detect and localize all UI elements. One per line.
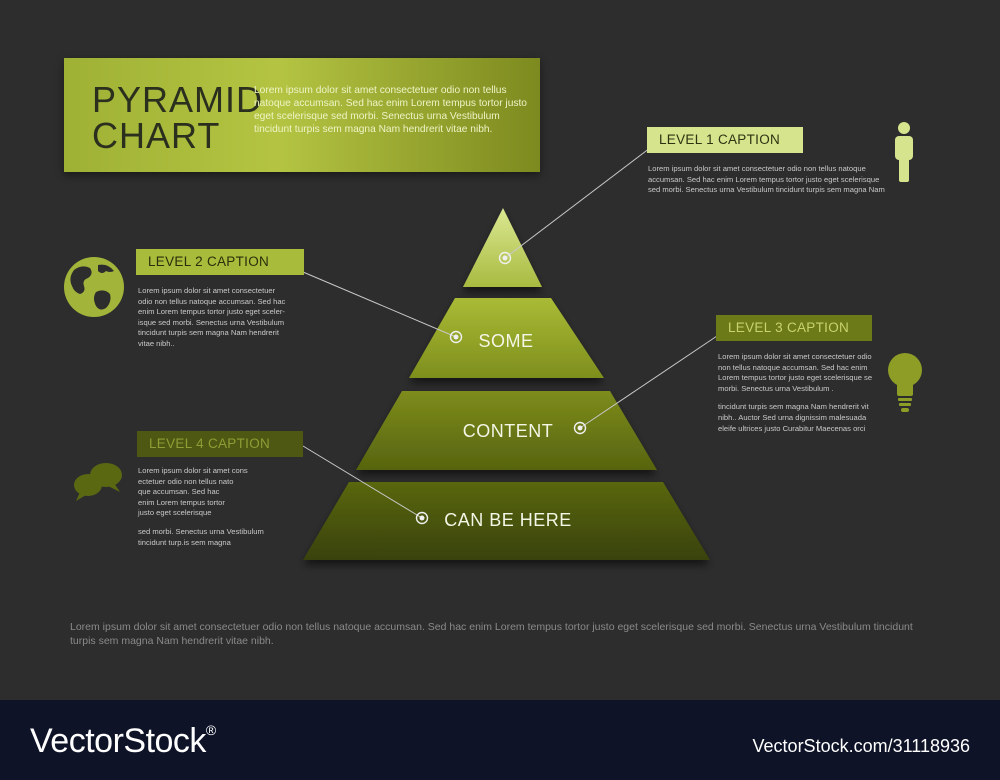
- pyramid-label-some: SOME: [478, 331, 534, 351]
- level-4-text-line: ectetuer odio non tellus nato: [138, 476, 234, 486]
- level-3-text-line: non tellus natoque accumsan. Sed hac eni…: [718, 362, 868, 372]
- level-4-text: Lorem ipsum dolor sit amet cons ectetuer…: [138, 466, 288, 548]
- level-4-caption: LEVEL 4 CAPTION: [137, 431, 303, 457]
- pyramid-label-content: CONTENT: [462, 421, 554, 441]
- footer-paragraph: Lorem ipsum dolor sit amet consectetuer …: [70, 621, 913, 647]
- watermark-brand: VectorStock: [30, 722, 206, 760]
- level-2-text: Lorem ipsum dolor sit amet consectetuer …: [138, 286, 298, 350]
- level-2-text-line: Lorem ipsum dolor sit amet consectetuer: [138, 286, 276, 295]
- connector-line-3: [579, 335, 718, 429]
- connector-line-1: [504, 147, 651, 259]
- connector-line-2: [302, 271, 457, 338]
- level-1-text-line: Lorem ipsum dolor sit amet consectetuer …: [648, 164, 866, 173]
- level-4-text-line: tincidunt turp.is sem magna: [138, 537, 231, 547]
- pyramid-level-2: [409, 298, 604, 378]
- title-line-1: PYRAMID: [92, 79, 264, 120]
- pyramid-level-3: [356, 391, 657, 470]
- person-icon: [895, 122, 913, 182]
- level-4-text-line: sed morbi. Senectus urna Vestibulum: [138, 526, 264, 536]
- globe-icon: [64, 257, 124, 317]
- level-1-text-line: sed morbi. Senectus urna Vestibulum tinc…: [648, 185, 885, 195]
- level-1-caption: LEVEL 1 CAPTION: [647, 127, 803, 153]
- connector-dot-1: [498, 251, 512, 265]
- level-3-text-line: tincidunt turpis sem magna Nam hendrerit…: [718, 402, 869, 412]
- level-4-text-line: justo eget scelerisque: [138, 508, 212, 518]
- pyramid-diagram: [64, 122, 922, 560]
- level-4-text-line: que accumsan. Sed hac: [138, 487, 220, 497]
- level-3-text-line: nibh.. Auctor Sed urna dignissim malesua…: [718, 412, 867, 422]
- watermark-id: VectorStock.com/31118936: [752, 736, 970, 756]
- level-2-text-line: tincidunt turpis sem magna Nam hendrerit: [138, 328, 279, 338]
- watermark-bar: [0, 700, 1000, 780]
- pyramid-label-can-be-here: CAN BE HERE: [444, 510, 572, 530]
- title-line-2: CHART: [92, 115, 221, 156]
- level-3-caption: LEVEL 3 CAPTION: [716, 315, 872, 341]
- level-3-text-line: Lorem tempus tortor justo eget scelerisq…: [718, 373, 873, 383]
- title-banner: PYRAMID CHART Lorem ipsum dolor sit amet…: [64, 58, 540, 172]
- level-2-caption: LEVEL 2 CAPTION: [136, 249, 304, 275]
- lightbulb-icon: [888, 353, 922, 412]
- level-4-text-line: Lorem ipsum dolor sit amet cons: [138, 466, 248, 475]
- connector-dot-2: [449, 330, 463, 344]
- connector-line-4: [302, 445, 423, 519]
- level-4-text-line: enim Lorem tempus tortor: [138, 497, 225, 507]
- registered-mark: ®: [205, 722, 216, 738]
- title-description: Lorem ipsum dolor sit amet consectetuer …: [254, 85, 527, 135]
- pyramid-level-1: [463, 208, 542, 287]
- watermark-logo: VectorStock®: [30, 722, 216, 761]
- level-2-text-line: isque sed morbi. Senectus urna Vestibulu…: [138, 317, 285, 327]
- level-2-text-line: odio non tellus natoque accumsan. Sed ha…: [138, 296, 286, 306]
- level-1-text-line: accumsan. Sed hac enim Lorem tempus tort…: [648, 174, 880, 184]
- level-2-text-line: vitae nibh..: [138, 338, 175, 348]
- level-2-text-line: enim Lorem tempus tortor justo eget scel…: [138, 307, 285, 317]
- level-3-text: Lorem ipsum dolor sit amet consectetuer …: [718, 352, 878, 434]
- level-1-text: Lorem ipsum dolor sit amet consectetuer …: [648, 164, 888, 196]
- chat-bubbles-icon: [74, 463, 122, 501]
- level-3-text-line: morbi. Senectus urna Vestibulum .: [718, 383, 834, 393]
- connector-dot-4: [415, 511, 429, 525]
- level-3-text-line: eleife ultrices justo Curabitur Maecenas…: [718, 423, 866, 433]
- connector-dot-3: [573, 421, 587, 435]
- pyramid-level-4: [303, 482, 710, 560]
- level-3-text-line: Lorem ipsum dolor sit amet consectetuer …: [718, 352, 872, 361]
